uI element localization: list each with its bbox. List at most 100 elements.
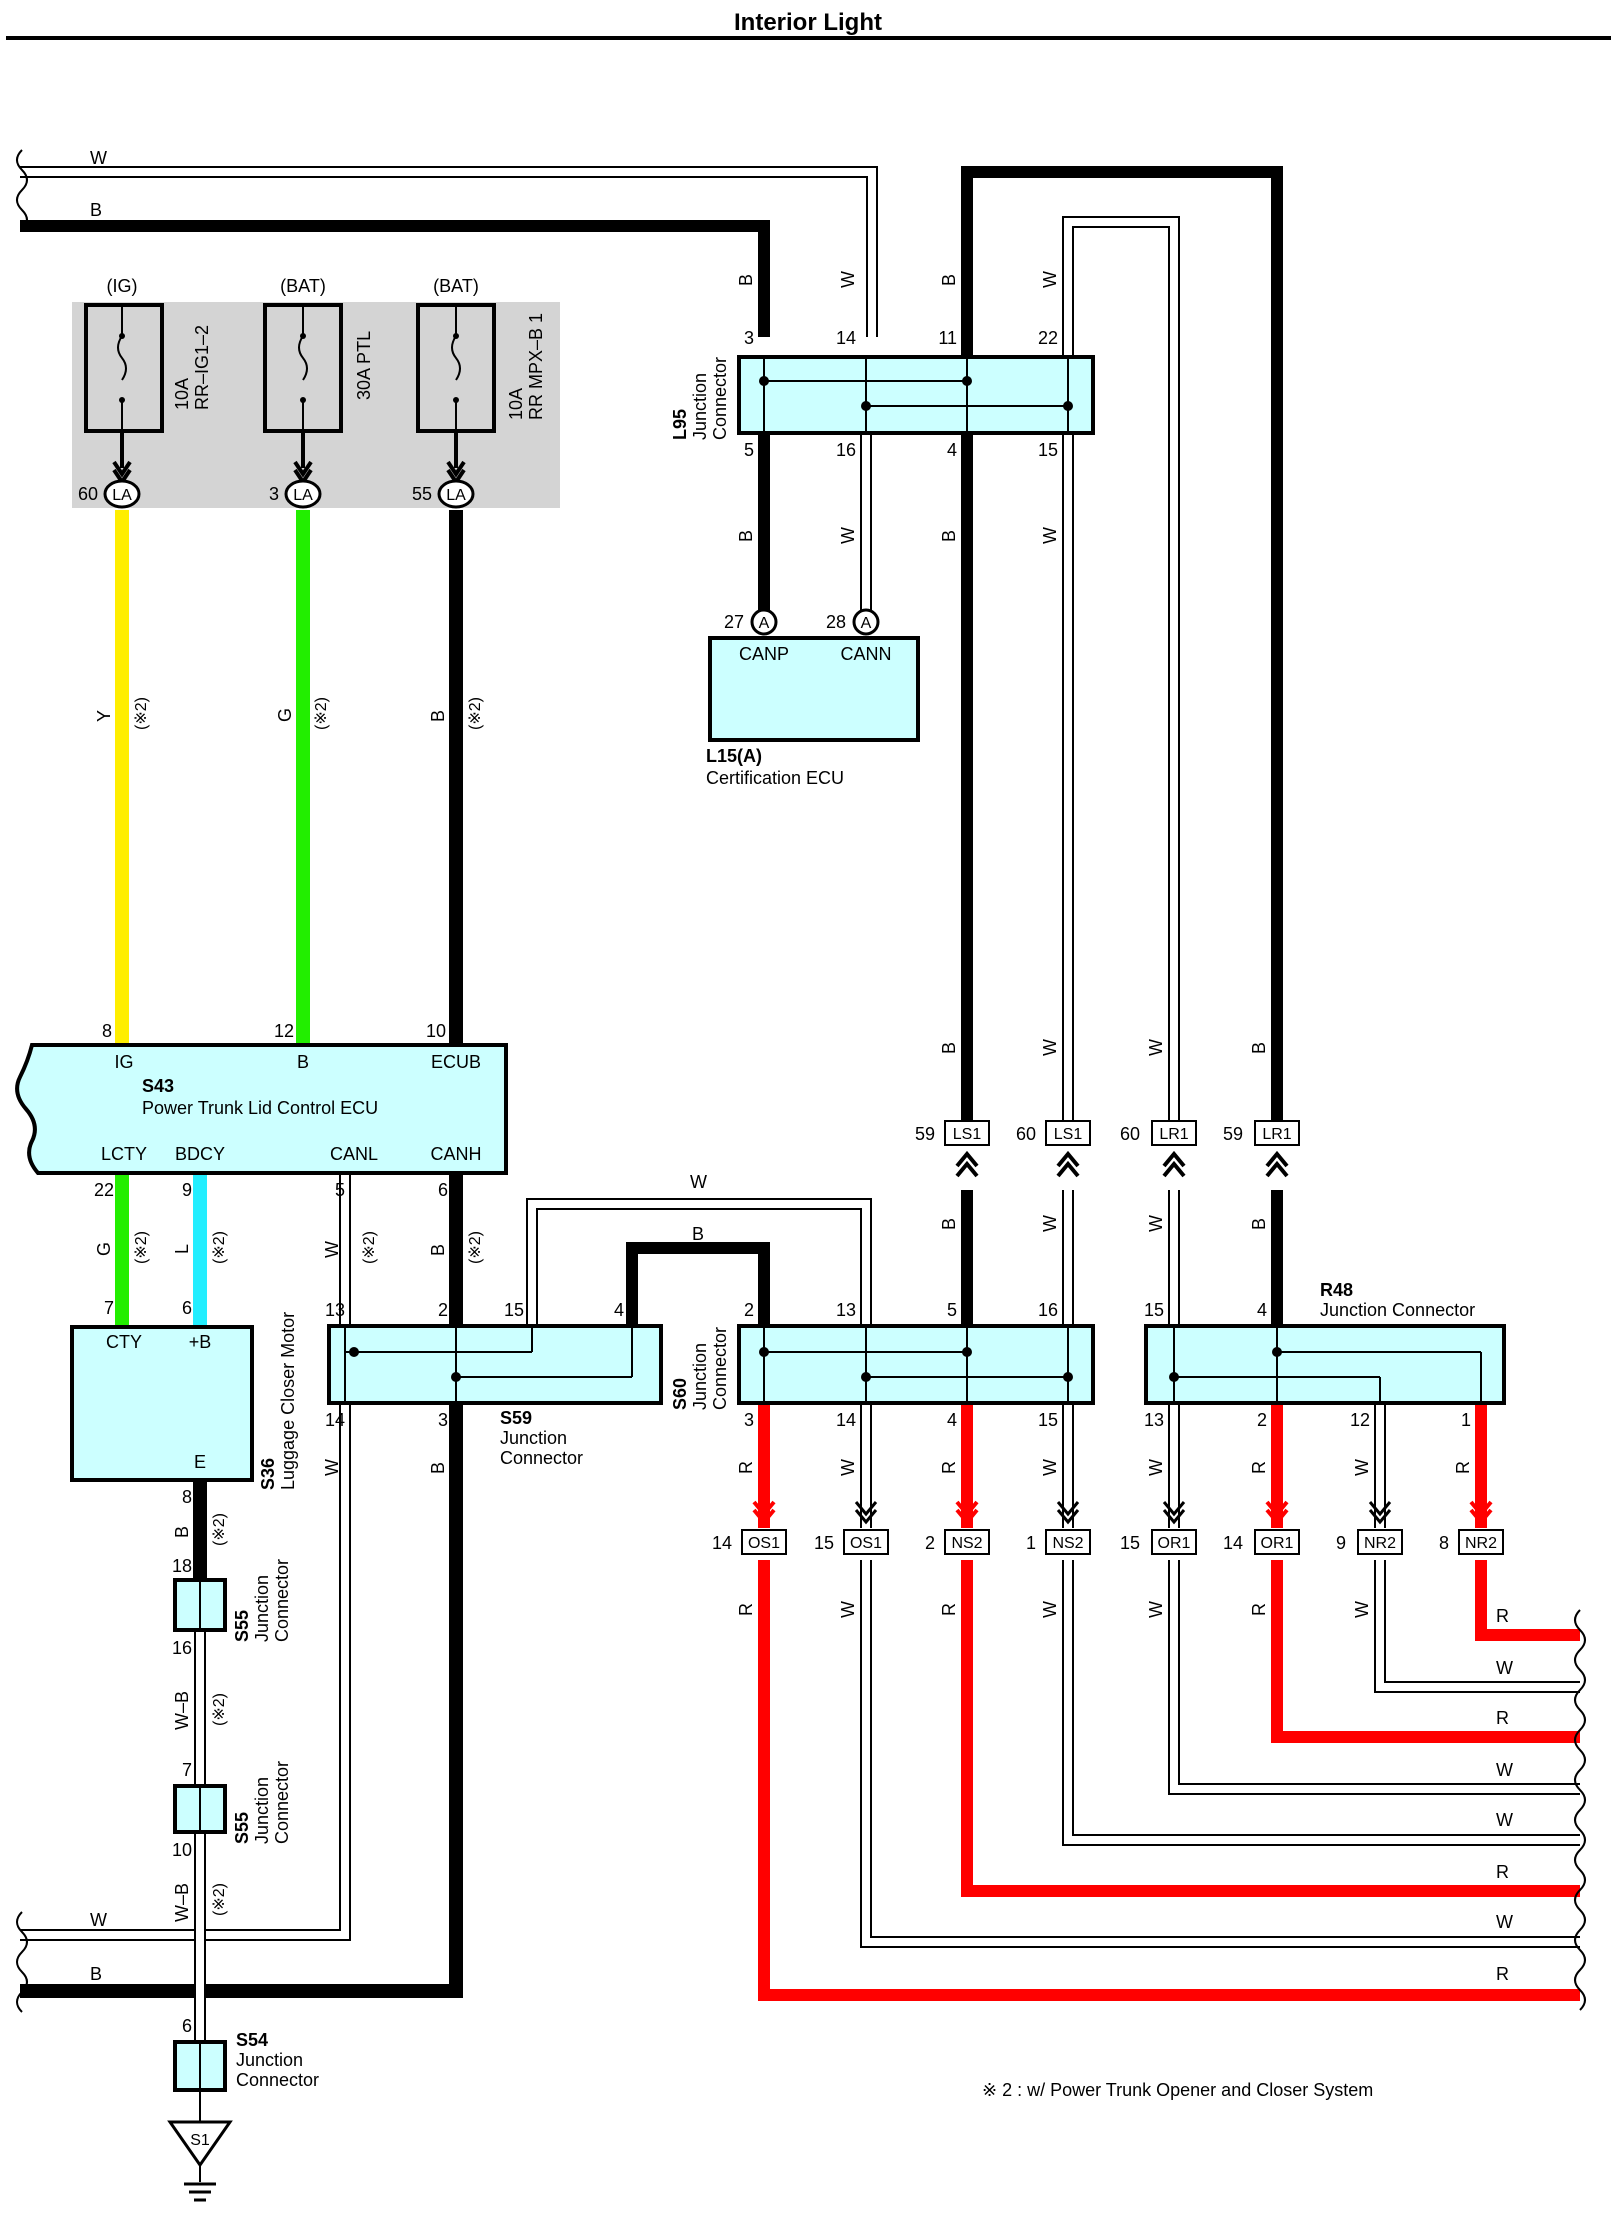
- svg-text:W: W: [90, 1910, 107, 1930]
- svg-text:W: W: [1146, 1601, 1166, 1618]
- svg-text:OS1: OS1: [748, 1535, 780, 1552]
- svg-text:4: 4: [947, 440, 957, 460]
- svg-text:22: 22: [1038, 328, 1058, 348]
- svg-text:Connector: Connector: [710, 357, 730, 440]
- svg-text:4: 4: [1257, 1300, 1267, 1320]
- svg-text:W: W: [1040, 1039, 1060, 1056]
- svg-text:15: 15: [814, 1533, 834, 1553]
- s59-junction-connector: 13 2 15 4 14 3 S59 Junction Connector: [325, 1300, 663, 1468]
- svg-text:Connector: Connector: [500, 1448, 583, 1468]
- svg-text:Power Trunk Lid Control ECU: Power Trunk Lid Control ECU: [142, 1098, 378, 1118]
- connector-or1-14: OR1 14: [1223, 1500, 1300, 1555]
- svg-text:S59: S59: [500, 1408, 532, 1428]
- svg-text:W: W: [1352, 1601, 1372, 1618]
- fuse-connectors: LA 60 LA 3 LA 55: [78, 431, 475, 509]
- svg-text:W: W: [1040, 1601, 1060, 1618]
- svg-text:R: R: [1249, 1603, 1269, 1616]
- svg-text:Junction: Junction: [252, 1575, 272, 1642]
- svg-text:Junction: Junction: [690, 373, 710, 440]
- svg-text:W–B: W–B: [172, 1691, 192, 1730]
- svg-text:NR2: NR2: [1465, 1535, 1497, 1552]
- svg-text:B: B: [90, 200, 102, 220]
- svg-text:CANN: CANN: [840, 644, 891, 664]
- svg-text:A: A: [759, 615, 770, 632]
- svg-text:3: 3: [744, 328, 754, 348]
- svg-text:CTY: CTY: [106, 1332, 142, 1352]
- connector-os1-15: OS1 15: [814, 1501, 889, 1555]
- svg-text:B: B: [428, 1244, 448, 1256]
- fuse-ptl: (BAT) 30A PTL: [263, 276, 374, 433]
- svg-text:9: 9: [182, 1180, 192, 1200]
- svg-text:W: W: [322, 1459, 342, 1476]
- svg-text:LA: LA: [446, 487, 466, 504]
- svg-text:5: 5: [947, 1300, 957, 1320]
- svg-text:Junction: Junction: [690, 1343, 710, 1410]
- svg-text:1: 1: [1461, 1410, 1471, 1430]
- svg-text:(※2): (※2): [361, 1231, 378, 1264]
- svg-text:Connector: Connector: [236, 2070, 319, 2090]
- mid-connectors: LS1 59 LS1 60 LR1 60 LR1 59: [915, 1120, 1300, 1178]
- svg-text:60: 60: [78, 484, 98, 504]
- svg-text:S43: S43: [142, 1076, 174, 1096]
- s54-junction-connector: 6 S54 Junction Connector: [173, 2016, 319, 2092]
- svg-text:11: 11: [938, 328, 957, 348]
- svg-text:LR1: LR1: [1159, 1126, 1188, 1143]
- svg-text:R: R: [939, 1461, 959, 1474]
- s43-power-trunk-lid-ecu: 8 12 10 IG B ECUB S43 Power Trunk Lid Co…: [15, 1021, 508, 1200]
- svg-text:Junction: Junction: [252, 1777, 272, 1844]
- s55-junction-connector-a: 18 16 S55 Junction Connector: [172, 1556, 292, 1658]
- svg-text:B: B: [90, 1964, 102, 1984]
- svg-text:(※2): (※2): [211, 1693, 228, 1726]
- svg-text:S54: S54: [236, 2030, 268, 2050]
- svg-text:55: 55: [412, 484, 432, 504]
- svg-text:W: W: [322, 1241, 342, 1258]
- svg-text:B: B: [939, 1218, 959, 1230]
- svg-text:14: 14: [1223, 1533, 1243, 1553]
- svg-text:15: 15: [504, 1300, 524, 1320]
- svg-text:W: W: [1040, 1459, 1060, 1476]
- bottom-connectors: OS1 14 OS1 15 NS2 2 NS2 1 OR1 15: [712, 1500, 1504, 1555]
- svg-text:4: 4: [947, 1410, 957, 1430]
- svg-text:Junction Connector: Junction Connector: [1320, 1300, 1475, 1320]
- svg-text:10A: 10A: [172, 378, 192, 410]
- svg-text:Connector: Connector: [710, 1327, 730, 1410]
- svg-text:LA: LA: [293, 487, 313, 504]
- svg-text:5: 5: [335, 1180, 345, 1200]
- svg-text:9: 9: [1336, 1533, 1346, 1553]
- svg-text:(※2): (※2): [467, 697, 484, 730]
- svg-text:W: W: [1496, 1760, 1513, 1780]
- connector-ns2-1: NS2 1: [1026, 1501, 1091, 1555]
- svg-text:3: 3: [269, 484, 279, 504]
- svg-text:(※2): (※2): [211, 1883, 228, 1916]
- svg-text:S55: S55: [232, 1610, 252, 1642]
- svg-text:NR2: NR2: [1364, 1535, 1396, 1552]
- svg-text:10: 10: [172, 1840, 192, 1860]
- svg-text:(BAT): (BAT): [433, 276, 479, 296]
- svg-text:12: 12: [274, 1021, 294, 1041]
- connector-lr1-60: LR1 60: [1120, 1120, 1197, 1178]
- svg-text:S60: S60: [670, 1378, 690, 1410]
- svg-text:(※2): (※2): [211, 1513, 228, 1546]
- s60-junction-connector: 2 13 5 16 3 14 4 15 S60 Junction Connect…: [670, 1300, 1095, 1430]
- svg-text:Luggage Closer Motor: Luggage Closer Motor: [278, 1312, 298, 1490]
- svg-text:W: W: [1146, 1039, 1166, 1056]
- page-title: Interior Light: [734, 9, 882, 36]
- footnote: ※ 2 : w/ Power Trunk Opener and Closer S…: [982, 2080, 1373, 2100]
- svg-text:(BAT): (BAT): [280, 276, 326, 296]
- svg-text:16: 16: [1038, 1300, 1058, 1320]
- svg-text:W: W: [1496, 1658, 1513, 1678]
- svg-text:OS1: OS1: [850, 1535, 882, 1552]
- fuse-ig: (IG) 10A RR–IG1–2: [84, 276, 212, 433]
- svg-text:Connector: Connector: [272, 1761, 292, 1844]
- svg-text:30A PTL: 30A PTL: [354, 331, 374, 400]
- svg-text:LCTY: LCTY: [101, 1144, 147, 1164]
- svg-text:(IG): (IG): [107, 276, 138, 296]
- svg-text:B: B: [736, 274, 756, 286]
- svg-text:(※2): (※2): [313, 697, 330, 730]
- svg-text:W: W: [1040, 271, 1060, 288]
- svg-text:B: B: [1249, 1218, 1269, 1230]
- svg-text:12: 12: [1350, 1410, 1370, 1430]
- svg-text:8: 8: [1439, 1533, 1449, 1553]
- svg-text:16: 16: [172, 1638, 192, 1658]
- svg-text:CANP: CANP: [739, 644, 789, 664]
